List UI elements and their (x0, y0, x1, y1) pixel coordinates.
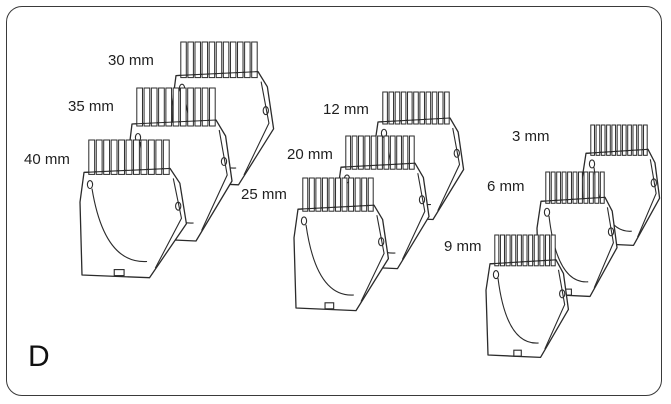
panel-letter: D (28, 340, 50, 373)
comb-label-12mm: 12 mm (323, 101, 369, 118)
comb-label-30mm: 30 mm (108, 52, 154, 69)
comb-label-3mm: 3 mm (512, 128, 550, 145)
comb-40mm (79, 139, 188, 279)
comb-label-6mm: 6 mm (487, 178, 525, 195)
comb-label-35mm: 35 mm (68, 98, 114, 115)
comb-label-9mm: 9 mm (444, 238, 482, 255)
comb-label-40mm: 40 mm (24, 151, 70, 168)
comb-label-20mm: 20 mm (287, 146, 333, 163)
comb-label-25mm: 25 mm (241, 186, 287, 203)
comb-25mm (293, 177, 390, 312)
comb-9mm (485, 234, 570, 359)
